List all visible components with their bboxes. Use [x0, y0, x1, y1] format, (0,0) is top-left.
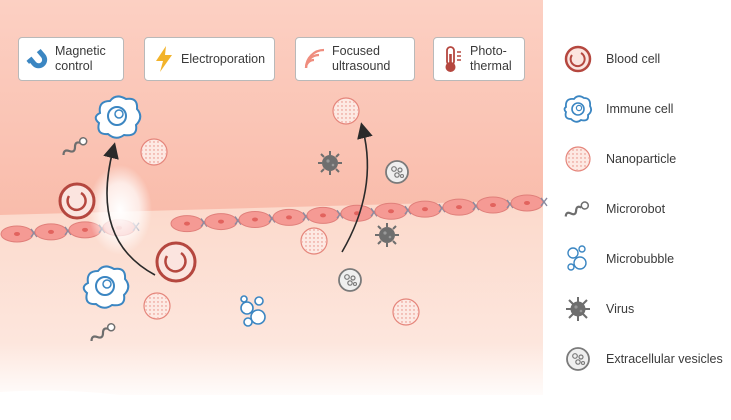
legend-label: Virus: [606, 302, 635, 316]
endothelial-nucleus: [48, 229, 54, 234]
endothelial-gap: [88, 165, 152, 255]
microbubble: [240, 295, 266, 327]
nanoparticle: [332, 97, 360, 125]
microbubble-icon: [567, 245, 587, 271]
method-label: Magnetic control: [55, 44, 106, 73]
nanoparticle: [300, 227, 328, 255]
legend-item-virus: Virus: [563, 294, 634, 324]
immune-cell: [94, 95, 142, 139]
method-photothermal: Photo- thermal: [433, 37, 525, 81]
endothelial-nucleus: [14, 231, 20, 236]
ultrasound-waves-icon: [304, 48, 325, 69]
endothelial-nucleus: [320, 213, 326, 218]
legend-item-nanoparticle: Nanoparticle: [563, 144, 676, 174]
endothelial-nucleus: [252, 217, 258, 222]
immune-cell: [82, 265, 130, 309]
legend-label: Immune cell: [606, 102, 674, 116]
endothelial-nucleus: [286, 215, 292, 220]
tissue-region: [0, 200, 543, 404]
virus: [318, 151, 342, 175]
legend-item-immune-cell: Immune cell: [563, 94, 673, 124]
microrobot: [62, 137, 88, 156]
endothelial-nucleus: [422, 207, 428, 212]
legend-label: Microrobot: [606, 202, 666, 216]
extracellular-vesicle-icon: [566, 347, 590, 371]
endothelial-nucleus: [490, 203, 496, 208]
virus-icon: [566, 297, 590, 321]
blood-cell: [58, 182, 96, 220]
endothelial-nucleus: [82, 227, 88, 232]
lightning-icon: [156, 46, 172, 72]
nanoparticle-icon: [565, 146, 591, 172]
legend-label: Blood cell: [606, 52, 661, 66]
nanoparticle: [392, 298, 420, 326]
blood-cell: [155, 241, 197, 283]
method-label: Focused ultrasound: [332, 44, 391, 73]
magnet-icon: [26, 48, 48, 69]
microrobot-icon: [564, 201, 590, 217]
microrobot: [90, 323, 116, 342]
method-label: Electroporation: [181, 51, 266, 66]
thermometer-icon: [445, 46, 461, 72]
legend-item-blood-cell: Blood cell: [563, 44, 660, 74]
method-magnetic-control: Magnetic control: [18, 37, 124, 81]
vessel-lumen: [0, 0, 543, 215]
legend: Blood cell Immune cell Nanoparticle Micr…: [553, 0, 731, 420]
endothelial-nucleus: [388, 209, 394, 214]
endothelial-nucleus: [524, 200, 530, 205]
legend-label: Extracellular vesicles: [606, 352, 723, 366]
virus: [375, 223, 399, 247]
legend-label: Microbubble: [606, 252, 675, 266]
nanoparticle: [140, 138, 168, 166]
method-label: Photo- thermal: [470, 44, 512, 73]
endothelial-nucleus: [218, 219, 224, 224]
method-electroporation: Electroporation: [144, 37, 275, 81]
legend-item-extracellular-vesicles: Extracellular vesicles: [563, 344, 723, 374]
extravasation-arrow-left: [103, 142, 156, 276]
extracellular-vesicle: [385, 160, 409, 184]
legend-item-microrobot: Microrobot: [563, 194, 665, 224]
endothelial-nucleus: [456, 205, 462, 210]
extracellular-vesicle: [338, 268, 362, 292]
method-focused-ultrasound: Focused ultrasound: [295, 37, 415, 81]
nanoparticle: [143, 292, 171, 320]
extravasation-arrow-right: [341, 122, 373, 253]
tight-junction: [540, 197, 548, 207]
legend-item-microbubble: Microbubble: [563, 244, 674, 274]
immune-cell-icon: [563, 95, 593, 123]
endothelial-nucleus: [184, 221, 190, 226]
blood-cell-icon: [564, 45, 592, 73]
legend-label: Nanoparticle: [606, 152, 677, 166]
